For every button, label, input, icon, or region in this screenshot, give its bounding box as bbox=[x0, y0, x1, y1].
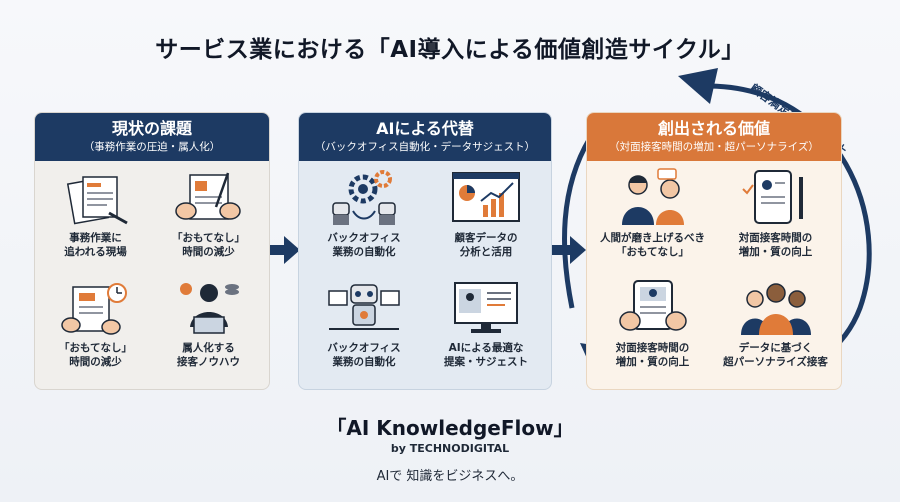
panel-title: AIによる代替 bbox=[376, 119, 474, 138]
value-item: 対面接客時間の 増加・質の向上 bbox=[714, 167, 837, 277]
issue-item: 「おもてなし」 時間の減少 bbox=[152, 167, 265, 277]
right-arrow-icon bbox=[270, 236, 300, 264]
gears-robot-icon bbox=[332, 170, 396, 225]
panel-subtitle: （事務作業の圧迫・属人化） bbox=[83, 141, 221, 153]
ai-item: AIによる最適な 提案・サジェスト bbox=[425, 277, 547, 387]
panel-title: 現状の課題 bbox=[111, 119, 192, 138]
panel-created-value: 創出される価値 （対面接客時間の増加・超パーソナライズ） 人間が磨き上げるべき … bbox=[586, 112, 842, 390]
item-caption: 属人化する 接客ノウハウ bbox=[177, 342, 240, 368]
value-item: 対面接客時間の 増加・質の向上 bbox=[591, 277, 714, 387]
item-caption: 顧客データの 分析と活用 bbox=[454, 232, 518, 258]
clipboard-clock-icon bbox=[60, 283, 127, 335]
panel-ai-replacement: AIによる代替 （バックオフィス自動化・データサジェスト） バックオフィス 業務… bbox=[298, 112, 552, 390]
panel-header: 創出される価値 （対面接客時間の増加・超パーソナライズ） bbox=[587, 113, 841, 161]
panel-title: 創出される価値 bbox=[657, 119, 770, 138]
ai-item: 顧客データの 分析と活用 bbox=[425, 167, 547, 277]
brand-name: 「AI KnowledgeFlow」 bbox=[326, 416, 574, 440]
issue-item: 属人化する 接客ノウハウ bbox=[152, 277, 265, 387]
panel-current-issues: 現状の課題 （事務作業の圧迫・属人化） 事務作業に 追われる現場 bbox=[34, 112, 270, 390]
issue-item: 事務作業に 追われる現場 bbox=[39, 167, 152, 277]
brand-byline: by TECHNODIGITAL bbox=[390, 442, 510, 455]
robot-desk-icon bbox=[328, 284, 400, 330]
panel-subtitle: （対面接客時間の増加・超パーソナライズ） bbox=[609, 141, 819, 153]
item-caption: 「おもてなし」 時間の減少 bbox=[58, 342, 133, 368]
group-people-icon bbox=[740, 283, 811, 335]
issue-item: 「おもてなし」 時間の減少 bbox=[39, 277, 152, 387]
item-caption: データに基づく 超パーソナライズ接客 bbox=[723, 342, 828, 368]
paper-stack-icon bbox=[66, 176, 128, 225]
panel-subtitle: （バックオフィス自動化・データサジェスト） bbox=[314, 141, 536, 153]
item-caption: バックオフィス 業務の自動化 bbox=[327, 232, 401, 258]
item-caption: 対面接客時間の 増加・質の向上 bbox=[615, 342, 690, 368]
item-caption: 人間が磨き上げるべき 「おもてなし」 bbox=[600, 232, 705, 258]
analytics-screen-icon bbox=[452, 172, 520, 222]
writing-hand-icon bbox=[174, 172, 241, 220]
panel-header: 現状の課題 （事務作業の圧迫・属人化） bbox=[35, 113, 269, 161]
monitor-suggest-icon bbox=[454, 282, 518, 333]
brand-tagline: AIで 知識をビジネスへ。 bbox=[376, 469, 524, 484]
tablet-pen-icon bbox=[741, 170, 803, 224]
item-caption: バックオフィス 業務の自動化 bbox=[327, 342, 401, 368]
value-item: 人間が磨き上げるべき 「おもてなし」 bbox=[591, 167, 714, 277]
item-caption: 事務作業に 追われる現場 bbox=[64, 232, 127, 258]
hands-tablet-icon bbox=[618, 280, 687, 331]
item-caption: 「おもてなし」 時間の減少 bbox=[171, 232, 246, 258]
item-caption: 対面接客時間の 増加・質の向上 bbox=[738, 232, 813, 258]
right-arrow-icon bbox=[552, 236, 586, 264]
item-caption: AIによる最適な 提案・サジェスト bbox=[444, 342, 528, 368]
ai-item: バックオフィス 業務の自動化 bbox=[303, 277, 425, 387]
panel-header: AIによる代替 （バックオフィス自動化・データサジェスト） bbox=[299, 113, 551, 161]
person-laptop-icon bbox=[179, 283, 239, 334]
page-title: サービス業における「AI導入による価値創造サイクル」 bbox=[155, 37, 745, 63]
value-item: データに基づく 超パーソナライズ接客 bbox=[714, 277, 837, 387]
staff-customer-icon bbox=[621, 168, 684, 225]
ai-item: バックオフィス 業務の自動化 bbox=[303, 167, 425, 277]
